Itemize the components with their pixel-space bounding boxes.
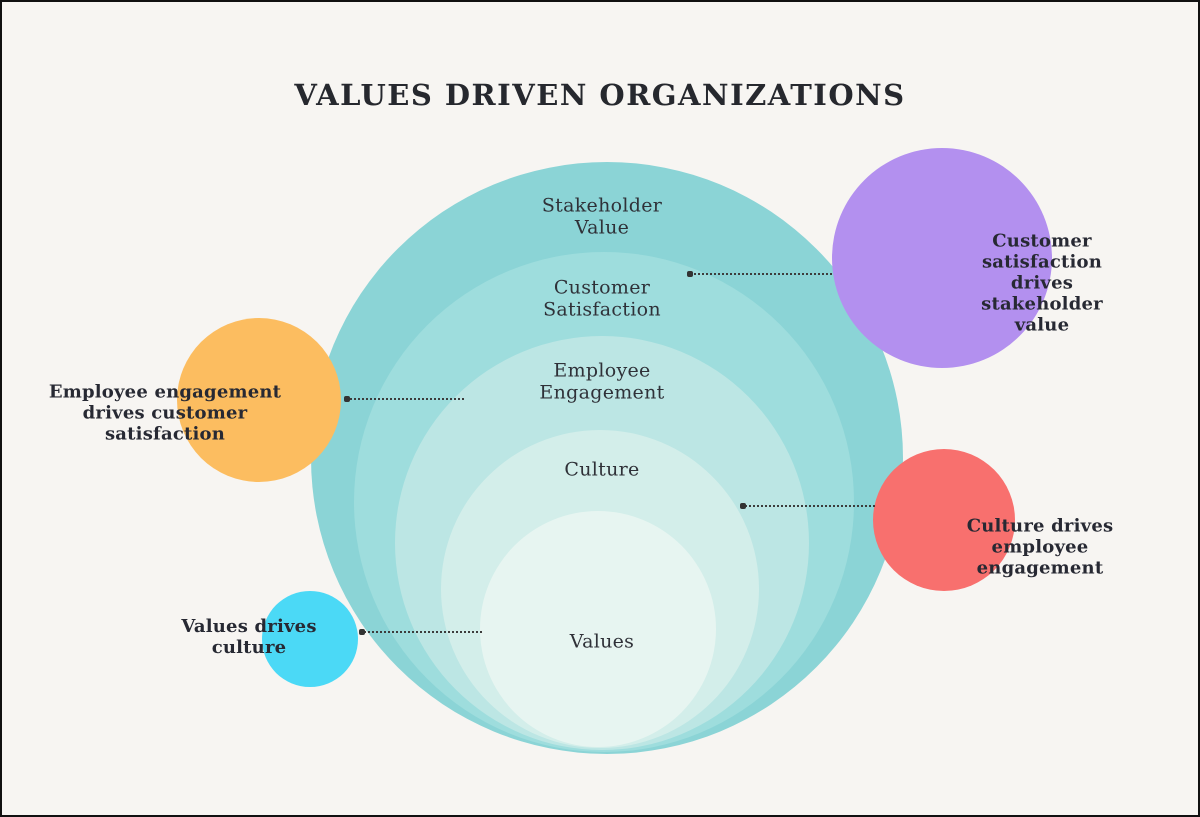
ring-label-values: Values <box>569 630 635 653</box>
note-culture-drives-employee-engagement: Culture drives employee engagement <box>966 515 1114 579</box>
ring-values <box>480 511 716 747</box>
bubble-culture-drives-employee-engagement <box>873 449 1015 591</box>
connector-culture-to-red-bubble <box>740 503 875 509</box>
connector-cyan-bubble-to-values <box>359 629 482 635</box>
note-employee-engagement-drives-customer-satisfaction: Employee engagement drives customer sati… <box>48 381 282 445</box>
page-title: VALUES DRIVEN ORGANIZATIONS <box>294 78 906 112</box>
ring-label-stakeholder-value: Stakeholder Value <box>541 194 663 238</box>
note-values-drives-culture: Values drives culture <box>181 616 317 658</box>
bubble-customer-satisfaction-drives-stakeholder-value <box>832 148 1052 368</box>
ring-label-culture: Culture <box>564 458 640 481</box>
bubble-employee-engagement-drives-customer-satisfaction <box>177 318 341 482</box>
connector-customer-satisfaction-to-purple-bubble <box>687 271 832 277</box>
connector-dot <box>687 271 693 277</box>
bubble-values-drives-culture <box>262 591 358 687</box>
note-customer-satisfaction-drives-stakeholder-value: Customer satisfaction drives stakeholder… <box>981 230 1103 336</box>
connector-orange-bubble-to-employee-engagement <box>344 396 464 402</box>
connector-dot <box>359 629 365 635</box>
connector-dot <box>344 396 350 402</box>
ring-label-employee-engagement: Employee Engagement <box>539 359 665 403</box>
connector-dot <box>740 503 746 509</box>
ring-label-customer-satisfaction: Customer Satisfaction <box>543 276 661 320</box>
